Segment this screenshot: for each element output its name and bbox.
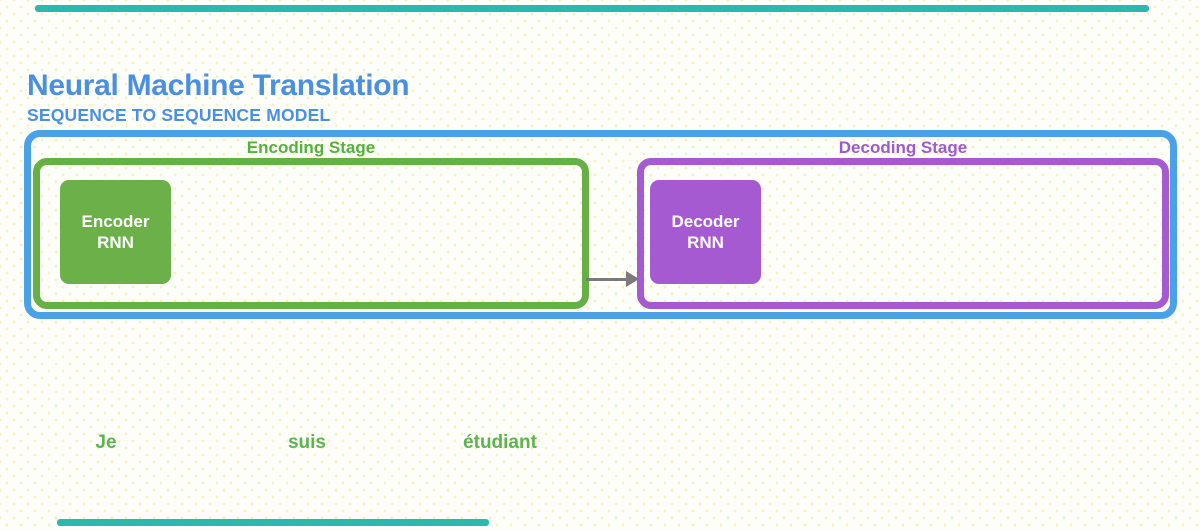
encoding-stage-box [33, 158, 589, 309]
page-title: Neural Machine Translation [27, 69, 410, 102]
encoder-to-decoder-arrow-icon [586, 270, 640, 288]
decoding-stage-box [637, 158, 1169, 309]
arrow-head [626, 271, 639, 287]
encoder-rnn-label-line1: Encoder [81, 212, 150, 231]
encoder-rnn-label-line2: RNN [97, 233, 134, 252]
input-word-etudiant: étudiant [463, 432, 537, 453]
decoding-stage-label: Decoding Stage [838, 138, 968, 157]
seq2seq-container-box [24, 130, 1177, 319]
encoding-stage-label: Encoding Stage [246, 138, 376, 157]
encoder-rnn-node: Encoder RNN [60, 180, 171, 284]
arrow-shaft [586, 278, 628, 281]
decoder-rnn-node: Decoder RNN [650, 180, 761, 284]
page-subtitle: SEQUENCE TO SEQUENCE MODEL [27, 105, 331, 125]
input-word-suis: suis [287, 432, 327, 453]
animation-bar-top [35, 5, 1149, 12]
decoder-rnn-label-line2: RNN [687, 233, 724, 252]
input-word-je: Je [95, 432, 117, 453]
decoder-rnn-label-line1: Decoder [671, 212, 740, 231]
animation-bar-bottom [57, 519, 489, 526]
